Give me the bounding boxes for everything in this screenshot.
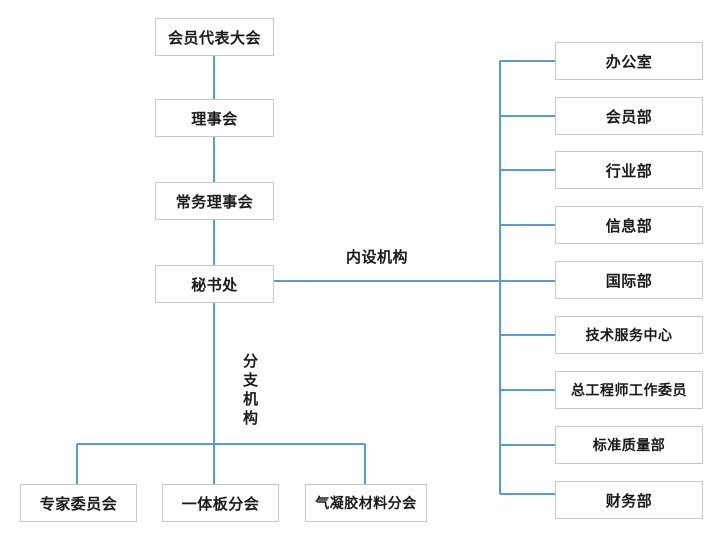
node-label: 办公室 xyxy=(605,53,653,71)
caption-internal-organizations: 内设机构 xyxy=(346,249,409,266)
node-secretariat[interactable]: 秘书处 xyxy=(155,265,274,303)
node-integrated-panel-branch[interactable]: 一体板分会 xyxy=(162,484,279,522)
node-council[interactable]: 理事会 xyxy=(155,99,274,137)
node-technical-service-center[interactable]: 技术服务中心 xyxy=(555,316,703,354)
node-label: 常务理事会 xyxy=(175,193,254,211)
node-label: 会员代表大会 xyxy=(167,29,261,47)
node-label: 国际部 xyxy=(605,272,653,290)
node-standards-quality-dept[interactable]: 标准质量部 xyxy=(555,426,703,464)
node-label: 气凝胶材料分会 xyxy=(315,495,417,511)
node-label: 秘书处 xyxy=(191,276,238,294)
node-label: 信息部 xyxy=(605,217,653,235)
node-aerogel-material-branch[interactable]: 气凝胶材料分会 xyxy=(305,484,427,522)
node-label: 技术服务中心 xyxy=(585,327,673,343)
caption-branch-organizations: 分支机构 xyxy=(242,353,259,427)
node-label: 一体板分会 xyxy=(181,495,260,513)
node-label: 会员部 xyxy=(605,108,653,126)
node-chief-engineer-committee[interactable]: 总工程师工作委员 xyxy=(555,371,703,409)
node-expert-committee[interactable]: 专家委员会 xyxy=(20,484,137,522)
node-label: 专家委员会 xyxy=(39,495,118,513)
node-membership-dept[interactable]: 会员部 xyxy=(555,97,703,135)
node-industry-dept[interactable]: 行业部 xyxy=(555,151,703,189)
node-information-dept[interactable]: 信息部 xyxy=(555,206,703,244)
node-international-dept[interactable]: 国际部 xyxy=(555,261,703,299)
node-member-assembly[interactable]: 会员代表大会 xyxy=(155,18,274,56)
node-office[interactable]: 办公室 xyxy=(555,42,703,80)
node-finance-dept[interactable]: 财务部 xyxy=(555,481,703,519)
node-standing-council[interactable]: 常务理事会 xyxy=(155,182,274,220)
node-label: 理事会 xyxy=(191,110,238,128)
node-label: 行业部 xyxy=(605,162,653,180)
node-label: 财务部 xyxy=(605,492,653,510)
node-label: 总工程师工作委员 xyxy=(571,382,687,398)
node-label: 标准质量部 xyxy=(592,437,666,453)
